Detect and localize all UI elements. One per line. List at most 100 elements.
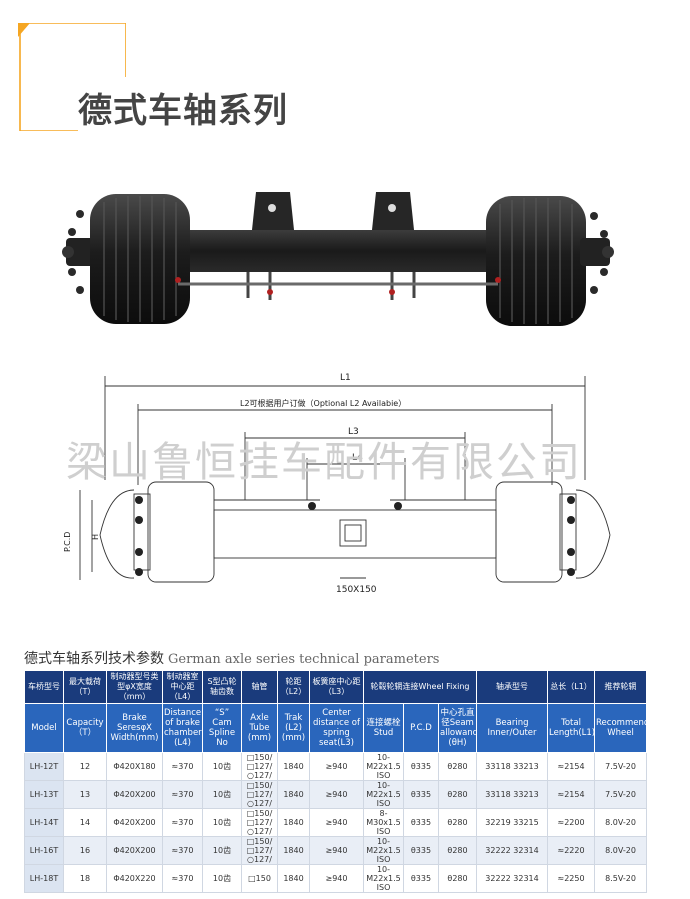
cell-capacity: 16 [63, 836, 107, 865]
cell-bearing: 32222 32314 [476, 836, 549, 865]
cell-bearing: 33118 33213 [476, 780, 549, 809]
cell-brake: Φ420X200 [106, 836, 163, 865]
cell-track: 1840 [277, 836, 310, 865]
dim-label-l3: L3 [348, 427, 359, 437]
header-cell: 制动器室中心距（L4） [162, 670, 203, 704]
cell-tube: □150/ □127/ ○127/ [241, 808, 278, 837]
cell-l3: ≥940 [309, 752, 364, 781]
cell-l4: ≈370 [162, 808, 203, 837]
table-row: LH-16T 16 Φ420X200 ≈370 10齿 □150/ □127/ … [24, 836, 648, 865]
cell-tube: □150/ □127/ ○127/ [241, 752, 278, 781]
header-cell: 最大载荷（T） [63, 670, 107, 704]
header-cell: Capacity（T） [63, 703, 107, 753]
cell-wheel: 7.5V-20 [594, 780, 648, 809]
cell-capacity: 13 [63, 780, 107, 809]
dim-label-h: H [91, 534, 100, 540]
cell-spline: 10齿 [202, 780, 242, 809]
cell-bearing: 33118 33213 [476, 752, 549, 781]
cell-l4: ≈370 [162, 836, 203, 865]
table-row: LH-13T 13 Φ420X200 ≈370 10齿 □150/ □127/ … [24, 780, 648, 809]
cell-spline: 10齿 [202, 752, 242, 781]
cell-l4: ≈370 [162, 752, 203, 781]
header-cell: 轮距（L2） [277, 670, 310, 704]
cell-tube: □150/ □127/ ○127/ [241, 836, 278, 865]
header-row-zh: 车桥型号 最大载荷（T） 制动器型号类型φX宽度（mm） 制动器室中心距（L4）… [24, 670, 648, 704]
cell-tube: □150 [241, 864, 278, 893]
cell-pcd: θ335 [403, 808, 439, 837]
cell-l3: ≥940 [309, 780, 364, 809]
cell-track: 1840 [277, 808, 310, 837]
cell-model: LH-12T [24, 752, 64, 781]
page-title: 德式车轴系列 [78, 91, 288, 131]
header-cell: Bearing Inner/Outer [476, 703, 549, 753]
cell-track: 1840 [277, 752, 310, 781]
cell-seam: θ280 [437, 752, 478, 781]
header-cell: 车桥型号 [24, 670, 64, 704]
cell-capacity: 12 [63, 752, 107, 781]
dim-label-l2: L2可根据用户订做（Optional L2 Availabie） [240, 398, 406, 408]
cell-wheel: 8.0V-20 [594, 836, 648, 865]
cell-model: LH-14T [24, 808, 64, 837]
cell-capacity: 18 [63, 864, 107, 893]
cell-pcd: θ335 [403, 752, 439, 781]
cell-l4: ≈370 [162, 864, 203, 893]
cell-l3: ≥940 [309, 864, 364, 893]
header-cell: Model [24, 703, 64, 753]
cell-bearing: 32222 32314 [476, 864, 549, 893]
cell-pcd: θ335 [403, 864, 439, 893]
cell-stud: 10- M22x1.5 ISO [363, 836, 404, 865]
axle-photo [62, 192, 614, 326]
cell-track: 1840 [277, 780, 310, 809]
cell-seam: θ280 [437, 780, 478, 809]
table-row: LH-18T 18 Φ420X220 ≈370 10齿 □150 1840 ≥9… [24, 864, 648, 893]
corner-bracket-decoration [18, 23, 126, 131]
cell-l1: ≈2220 [547, 836, 596, 865]
cell-pcd: θ335 [403, 780, 439, 809]
cell-l1: ≈2154 [547, 780, 596, 809]
cell-brake: Φ420X220 [106, 864, 163, 893]
dim-label-pcd: P.C.D [63, 532, 72, 552]
header-cell: Trak (L2) (mm) [277, 703, 310, 753]
cell-stud: 10- M22x1.5 ISO [363, 752, 404, 781]
cell-l1: ≈2200 [547, 808, 596, 837]
cell-l1: ≈2154 [547, 752, 596, 781]
dim-label-beam: 150X150 [336, 585, 377, 595]
header-cell: Recommended Wheel [594, 703, 648, 753]
cell-brake: Φ420X200 [106, 808, 163, 837]
cell-stud: 10- M22x1.5 ISO [363, 780, 404, 809]
header-cell: Total Length(L1) [547, 703, 596, 753]
params-title-en: German axle series technical parameters [168, 652, 440, 667]
cell-l4: ≈370 [162, 780, 203, 809]
cell-l3: ≥940 [309, 808, 364, 837]
header-cell: 轴承型号 [476, 670, 549, 704]
axle-technical-drawing: L1 L2可根据用户订做（Optional L2 Availabie） L3 L… [63, 373, 611, 595]
header-cell: 中心孔直径Seam allowance (θH) [437, 703, 478, 753]
header-cell: P.C.D [403, 703, 439, 753]
cell-stud: 10- M22x1.5 ISO [363, 864, 404, 893]
header-cell: S型凸轮轴齿数 [202, 670, 242, 704]
params-title-zh: 德式车轴系列技术参数 [24, 651, 164, 667]
dim-label-l1: L1 [340, 373, 351, 383]
cell-l3: ≥940 [309, 836, 364, 865]
header-cell: Center distance of spring seat(L3) [309, 703, 364, 753]
cell-wheel: 8.5V-20 [594, 864, 648, 893]
cell-tube: □150/ □127/ ○127/ [241, 780, 278, 809]
header-cell: 轮毂轮辋连接Wheel Fixing [362, 670, 478, 704]
cell-l1: ≈2250 [547, 864, 596, 893]
header-cell: 总长（L1） [547, 670, 596, 704]
cell-stud: 8- M30x1.5 ISO [363, 808, 404, 837]
cell-wheel: 8.0V-20 [594, 808, 648, 837]
header-cell: Axle Tube (mm) [241, 703, 278, 753]
cell-capacity: 14 [63, 808, 107, 837]
cell-model: LH-16T [24, 836, 64, 865]
cell-wheel: 7.5V-20 [594, 752, 648, 781]
header-cell: 推荐轮辋 [594, 670, 648, 704]
header-cell: 制动器型号类型φX宽度（mm） [106, 670, 163, 704]
cell-spline: 10齿 [202, 808, 242, 837]
cell-model: LH-18T [24, 864, 64, 893]
header-cell: Brake SeresφX Width(mm) [106, 703, 163, 753]
cell-brake: Φ420X180 [106, 752, 163, 781]
cell-seam: θ280 [437, 836, 478, 865]
cell-spline: 10齿 [202, 836, 242, 865]
header-cell: Distance of brake chamber (L4) [162, 703, 203, 753]
